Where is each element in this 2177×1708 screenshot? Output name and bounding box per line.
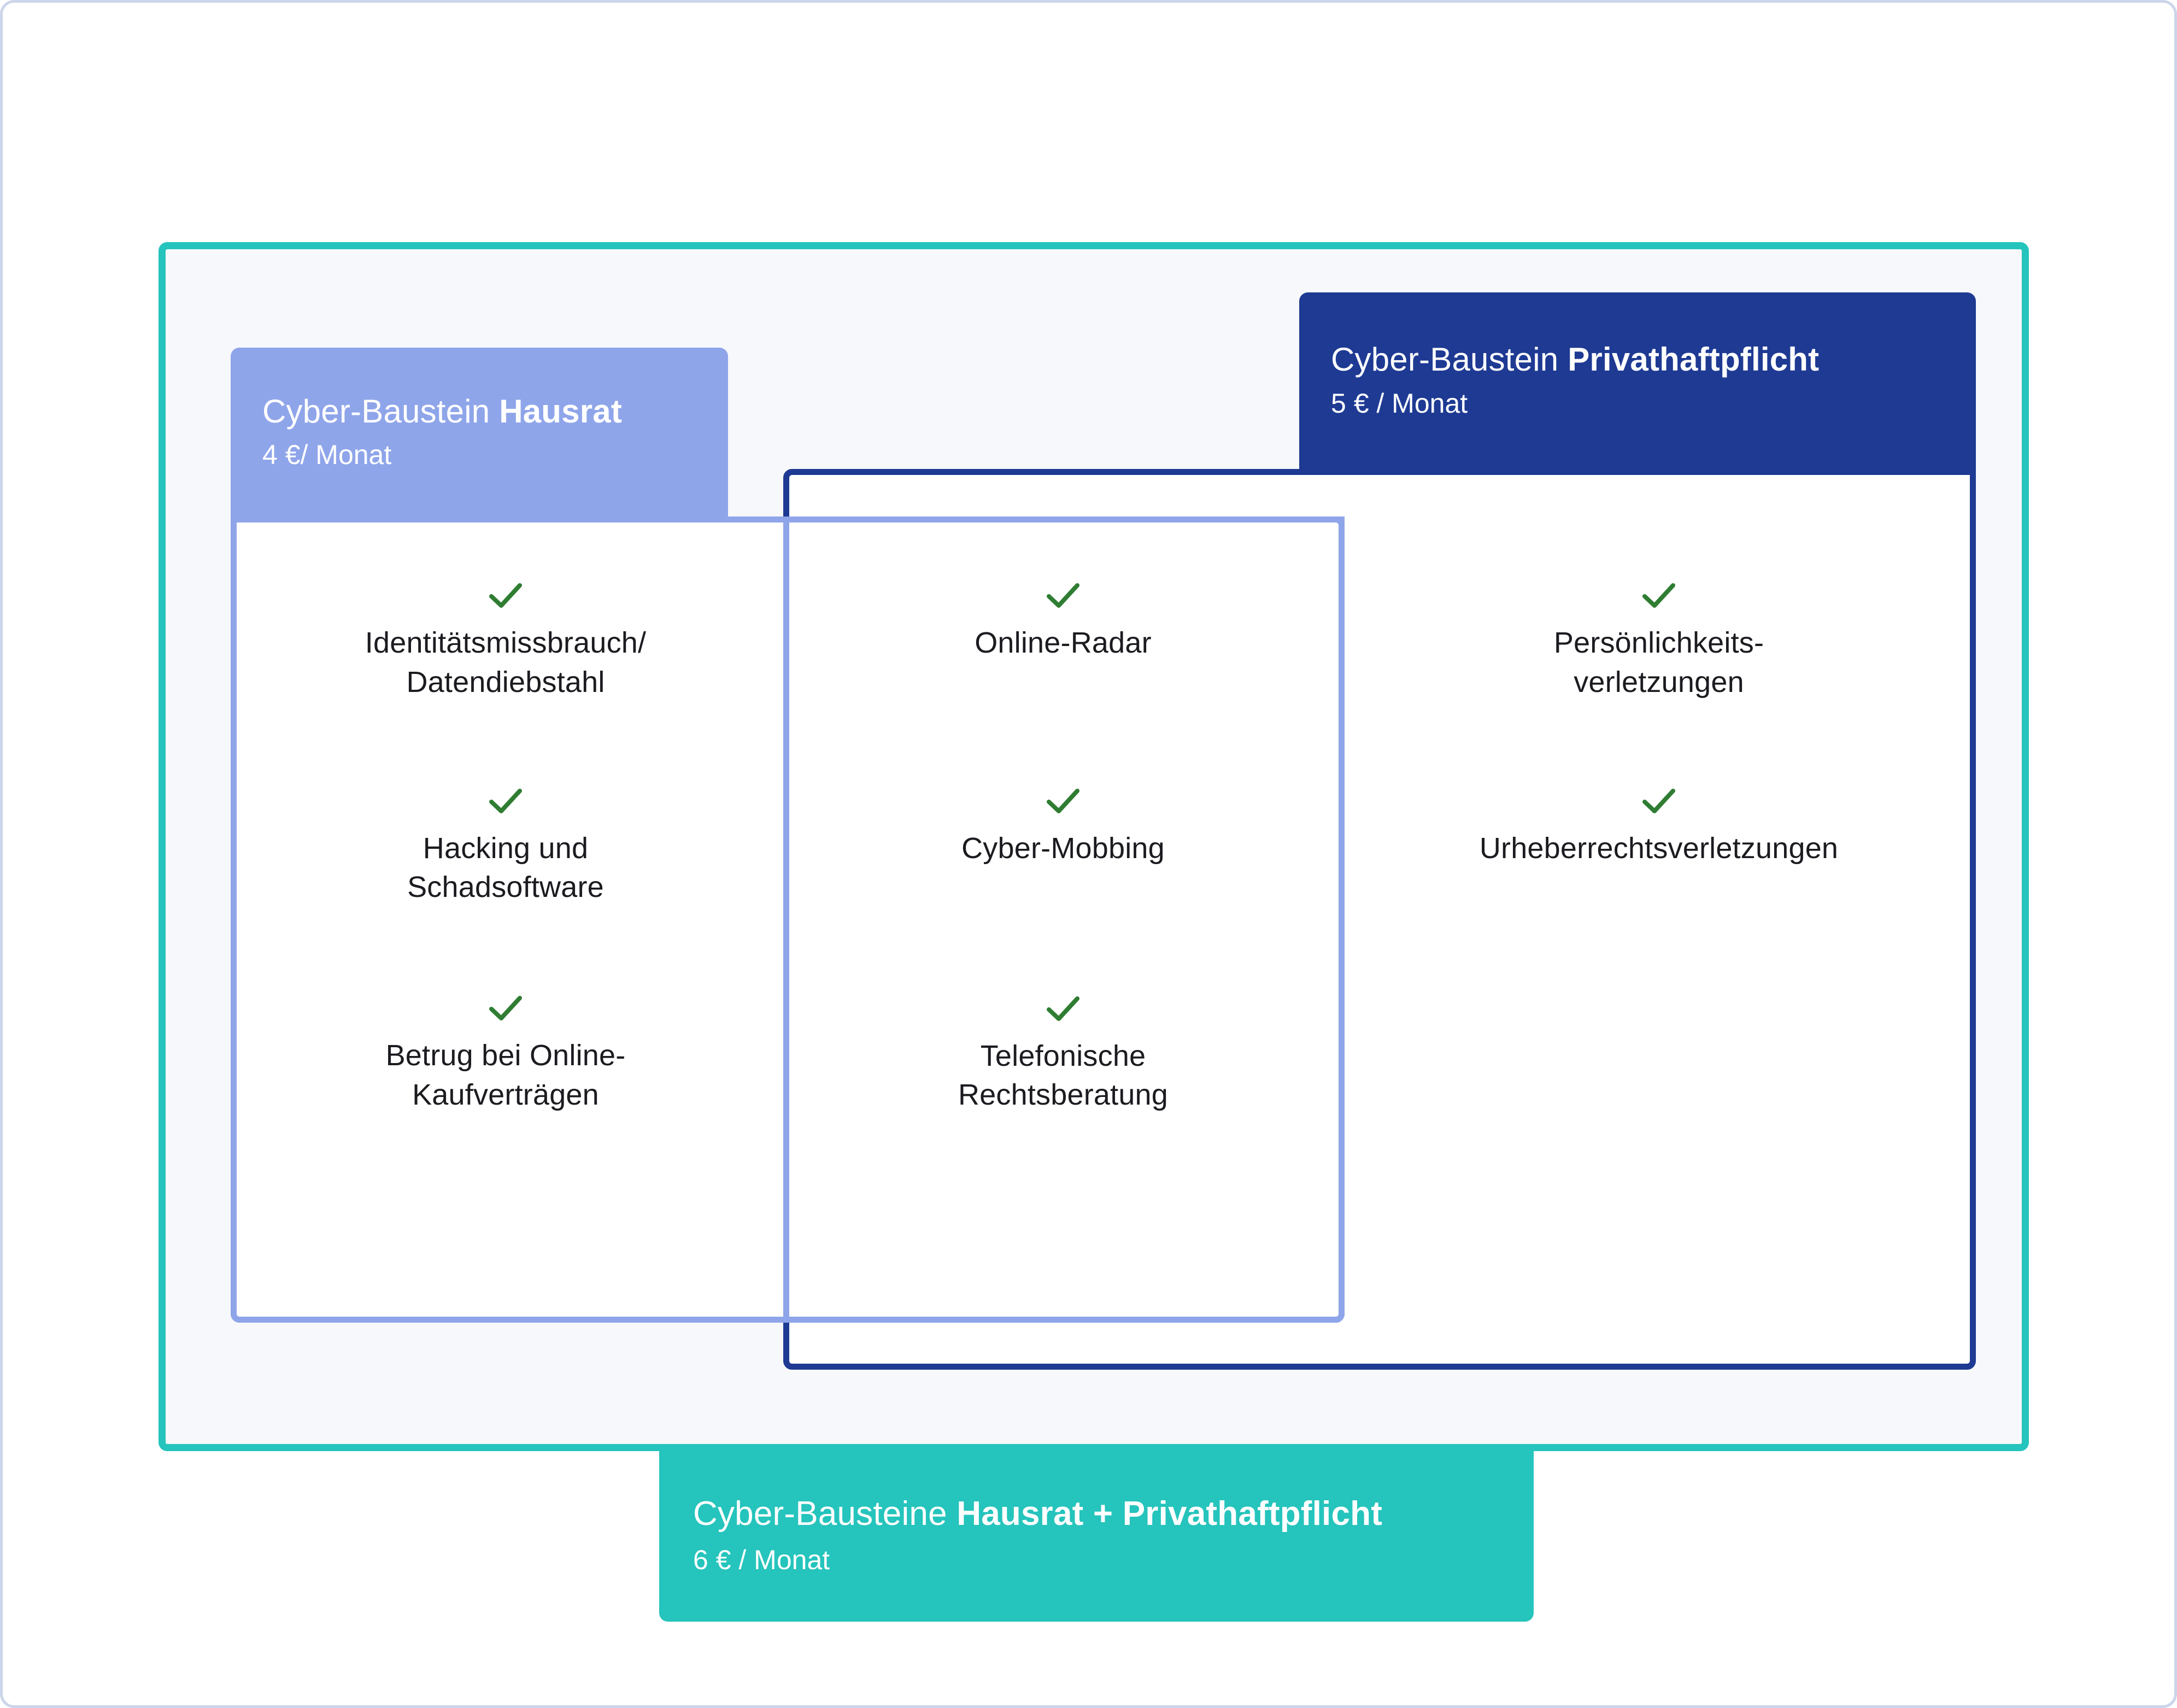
feature-label: Telefonische Rechtsberatung xyxy=(958,1039,1169,1112)
feature-column-hausrat: Identitätsmissbrauch/ Datendiebstahl Hac… xyxy=(243,582,768,1115)
feature-item: Persönlichkeits- verletzungen xyxy=(1369,582,1949,702)
combo-banner: Cyber-Bausteine Hausrat + Privathaftpfli… xyxy=(659,1451,1534,1622)
combo-price: 6 € / Monat xyxy=(693,1545,830,1576)
privathaftpflicht-title: Cyber-Baustein Privathaftpflicht xyxy=(1331,341,1944,378)
hausrat-price: 4 €/ Monat xyxy=(262,439,392,471)
shared-intersection-panel xyxy=(783,516,1345,1323)
combo-title: Cyber-Bausteine Hausrat + Privathaftpfli… xyxy=(693,1495,1500,1533)
check-icon xyxy=(489,788,522,813)
feature-label: Persönlichkeits- verletzungen xyxy=(1553,626,1764,699)
check-icon xyxy=(1047,996,1079,1021)
feature-column-privathaftpflicht: Persönlichkeits- verletzungen Urheberrec… xyxy=(1369,582,1949,868)
feature-item: Betrug bei Online- Kaufverträgen xyxy=(243,995,768,1115)
check-icon xyxy=(489,583,522,608)
hausrat-header: Cyber-Baustein Hausrat 4 €/ Monat xyxy=(231,348,728,518)
combo-title-strong: Hausrat + Privathaftpflicht xyxy=(957,1494,1383,1533)
feature-label: Identitätsmissbrauch/ Datendiebstahl xyxy=(365,626,647,699)
feature-item: Hacking und Schadsoftware xyxy=(243,788,768,908)
feature-label: Urheberrechtsverletzungen xyxy=(1479,831,1839,865)
privathaftpflicht-title-prefix: Cyber-Baustein xyxy=(1331,341,1568,378)
hausrat-title: Cyber-Baustein Hausrat xyxy=(262,393,696,430)
feature-item: Urheberrechtsverletzungen xyxy=(1369,788,1949,868)
hausrat-title-strong: Hausrat xyxy=(499,392,623,430)
privathaftpflicht-header: Cyber-Baustein Privathaftpflicht 5 € / M… xyxy=(1299,292,1976,470)
check-icon xyxy=(1047,583,1079,608)
privathaftpflicht-price: 5 € / Monat xyxy=(1331,388,1468,419)
feature-label: Hacking und Schadsoftware xyxy=(407,831,604,904)
feature-item: Cyber-Mobbing xyxy=(806,788,1320,868)
feature-item: Online-Radar xyxy=(806,582,1320,663)
combo-title-prefix: Cyber-Bausteine xyxy=(693,1494,957,1533)
hausrat-title-prefix: Cyber-Baustein xyxy=(262,392,500,430)
feature-label: Betrug bei Online- Kaufverträgen xyxy=(385,1039,626,1112)
feature-item: Telefonische Rechtsberatung xyxy=(806,995,1320,1116)
check-icon xyxy=(1642,788,1675,813)
privathaftpflicht-title-strong: Privathaftpflicht xyxy=(1568,341,1820,378)
feature-label: Online-Radar xyxy=(975,626,1152,659)
check-icon xyxy=(1047,788,1079,813)
feature-label: Cyber-Mobbing xyxy=(961,831,1165,865)
feature-column-shared: Online-Radar Cyber-Mobbing Telefonische … xyxy=(806,582,1320,1115)
feature-item: Identitätsmissbrauch/ Datendiebstahl xyxy=(243,582,768,702)
check-icon xyxy=(1642,583,1675,608)
check-icon xyxy=(489,996,522,1021)
